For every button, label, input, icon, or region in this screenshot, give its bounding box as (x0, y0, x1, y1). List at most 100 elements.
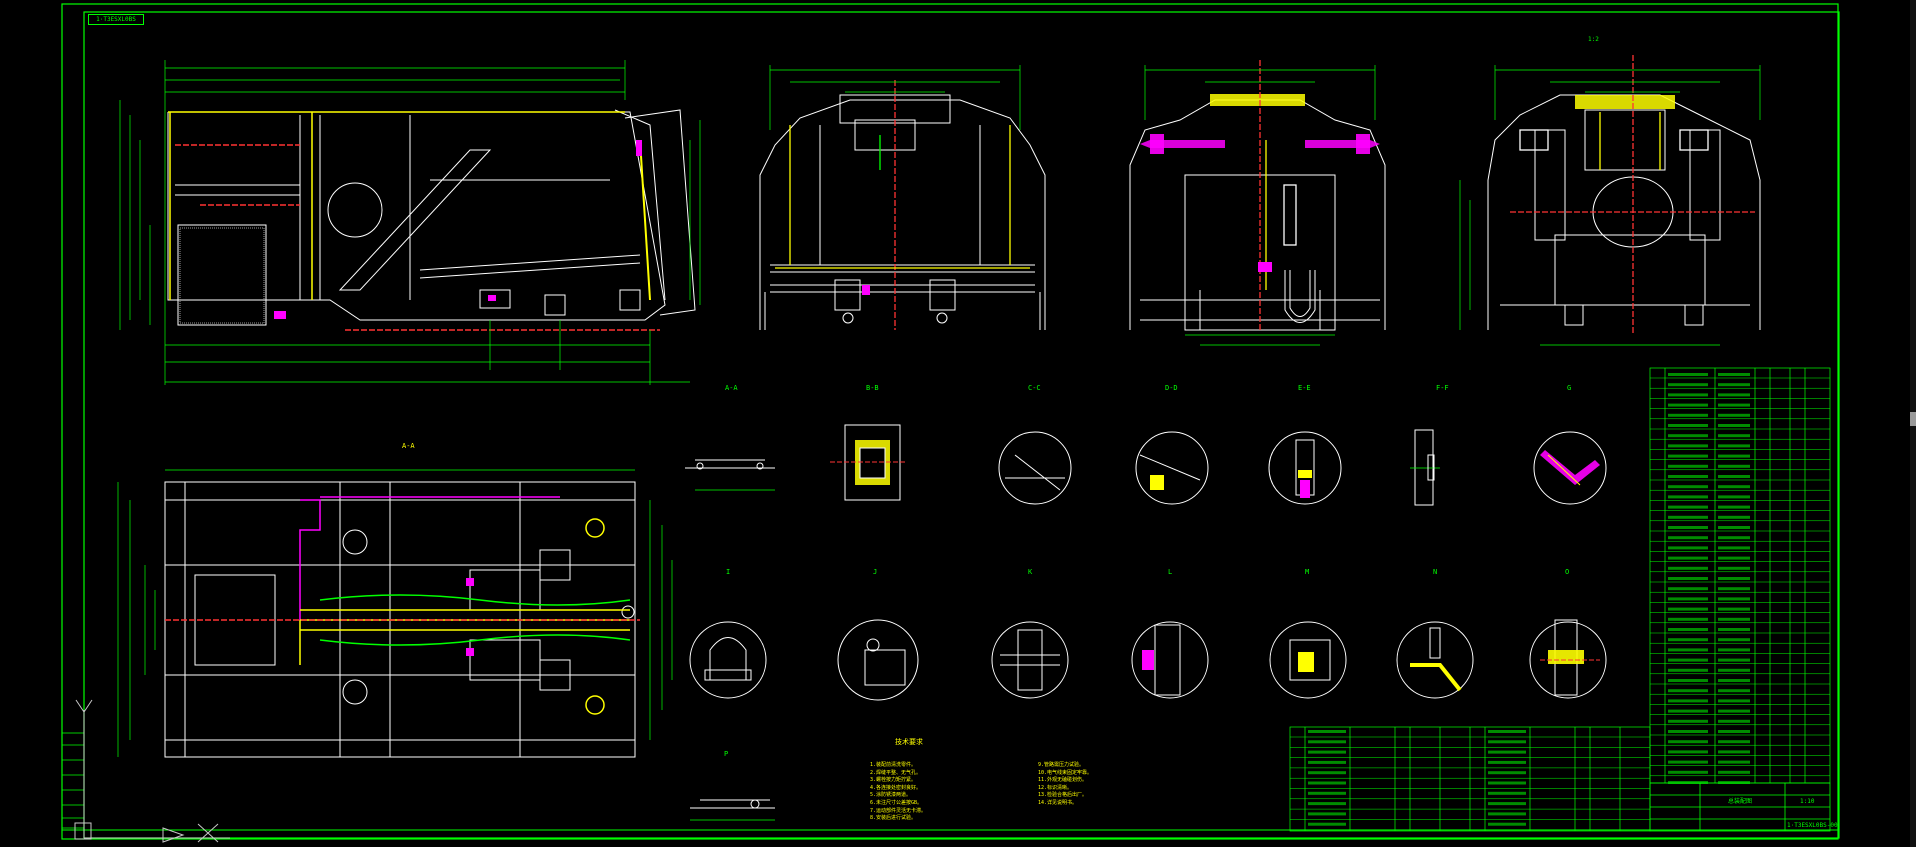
title-block (1649, 782, 1831, 832)
parts-row-text-mark (1668, 617, 1708, 621)
parts-row-text-mark (1718, 760, 1750, 764)
detail-d (1135, 431, 1209, 505)
parts-row-text-mark (1668, 638, 1708, 642)
note-line: 14.详见说明书。 (1038, 799, 1078, 806)
notes-left: 1.装配前清洗零件。 2.焊缝平整、无气孔。 3.螺栓按力矩拧紧。 4.各连接处… (870, 762, 926, 823)
parts-row-text-mark (1718, 577, 1750, 580)
detail-n (1396, 621, 1474, 699)
detail-views-row-1 (685, 424, 1607, 506)
view-label-j: J (873, 568, 878, 576)
parts-row-text-mark (1718, 424, 1750, 427)
parts-row-text-mark (1668, 709, 1708, 713)
note-line: 9.管路需压力试验。 (1038, 762, 1085, 768)
bom-row-text-mark (1308, 760, 1346, 764)
detail-m (1269, 621, 1347, 699)
bom-row-text-mark (1308, 730, 1346, 733)
parts-row-text-mark (1668, 444, 1708, 448)
detail-p (690, 799, 775, 821)
bom-row-text-mark (1488, 812, 1526, 816)
view-label-p: P (724, 750, 729, 758)
parts-row-text-mark (1668, 730, 1708, 733)
bom-table-entries (1308, 730, 1526, 826)
scrollbar-thumb[interactable] (1910, 412, 1916, 426)
parts-row-text-mark (1718, 454, 1750, 458)
bom-row-text-mark (1308, 802, 1346, 806)
note-line: 4.各连接处密封良好。 (870, 784, 922, 791)
notes-title: 技术要求 (895, 738, 923, 746)
view-label-a: A-A (725, 384, 738, 392)
bom-row-text-mark (1488, 771, 1526, 775)
bom-row-text-mark (1308, 771, 1346, 775)
parts-row-text-mark (1668, 485, 1708, 489)
parts-row-text-mark (1668, 434, 1708, 438)
note-line: 7.运动部件灵活无卡滞。 (870, 807, 927, 814)
parts-row-text-mark (1668, 668, 1708, 672)
side-elevation-view (167, 109, 696, 326)
parts-row-text-mark (1668, 577, 1708, 580)
view-label-e: E-E (1298, 384, 1311, 392)
parts-row-text-mark (1668, 515, 1708, 519)
parts-row-text-mark (1718, 393, 1750, 397)
parts-row-text-mark (1718, 383, 1750, 387)
parts-row-text-mark (1718, 638, 1750, 642)
detail-a (685, 459, 775, 491)
parts-list-table (1649, 367, 1831, 784)
parts-row-text-mark (1668, 505, 1708, 509)
parts-row-text-mark (1718, 373, 1750, 376)
title-block-drawing-number: 1·T3ESXL0BS-00 (1787, 822, 1838, 829)
note-line: 3.螺栓按力矩拧紧。 (870, 777, 917, 784)
bom-row-text-mark (1488, 791, 1526, 795)
bom-row-text-mark (1308, 812, 1346, 816)
parts-row-text-mark (1718, 434, 1750, 438)
side-view-right-dimensions (1459, 65, 1761, 346)
parts-row-text-mark (1718, 658, 1750, 662)
note-line: 5.涂防锈漆两道。 (870, 792, 912, 799)
detail-l (1131, 621, 1209, 699)
parts-row-text-mark (1668, 424, 1708, 427)
note-line: 6.未注尺寸公差按GB。 (870, 799, 923, 806)
parts-row-text-mark (1718, 770, 1750, 774)
parts-row-text-mark (1718, 607, 1750, 611)
parts-row-text-mark (1718, 628, 1750, 631)
parts-row-text-mark (1718, 699, 1750, 703)
side-elevation-dimensions (119, 60, 701, 385)
detail-i (689, 621, 767, 699)
view-label-g: G (1567, 384, 1572, 392)
bom-row-text-mark (1488, 730, 1526, 733)
parts-row-text-mark (1718, 413, 1750, 417)
side-view-right-highlights (1510, 55, 1755, 335)
parts-row-text-mark (1668, 413, 1708, 417)
parts-row-text-mark (1668, 383, 1708, 387)
parts-row-text-mark (1668, 403, 1708, 407)
parts-row-text-mark (1718, 546, 1750, 550)
parts-row-text-mark (1668, 475, 1708, 478)
detail-g (1533, 431, 1607, 505)
plan-view-highlights (165, 496, 640, 715)
detail-f (1410, 429, 1440, 506)
view-label-f: F-F (1436, 384, 1449, 392)
bom-row-text-mark (1488, 760, 1526, 764)
parts-row-text-mark (1718, 617, 1750, 621)
detail-j (837, 619, 919, 701)
parts-row-text-mark (1668, 373, 1708, 376)
parts-row-text-mark (1668, 607, 1708, 611)
parts-row-text-mark (1668, 566, 1708, 570)
parts-row-text-mark (1668, 740, 1708, 744)
view-label-o: O (1565, 568, 1570, 576)
parts-row-text-mark (1718, 709, 1750, 713)
detail-c (998, 431, 1072, 505)
bom-row-text-mark (1308, 740, 1346, 744)
vertical-scrollbar[interactable] (1910, 0, 1916, 847)
parts-row-text-mark (1668, 587, 1708, 591)
note-line: 12.标识清晰。 (1038, 784, 1073, 791)
bom-row-text-mark (1488, 802, 1526, 806)
revision-block (61, 732, 85, 829)
parts-row-text-mark (1718, 668, 1750, 672)
parts-row-text-mark (1718, 403, 1750, 407)
bom-row-text-mark (1308, 822, 1346, 826)
parts-row-text-mark (1718, 485, 1750, 489)
parts-row-text-mark (1718, 597, 1750, 601)
detail-e (1268, 431, 1342, 505)
parts-row-text-mark (1718, 740, 1750, 744)
